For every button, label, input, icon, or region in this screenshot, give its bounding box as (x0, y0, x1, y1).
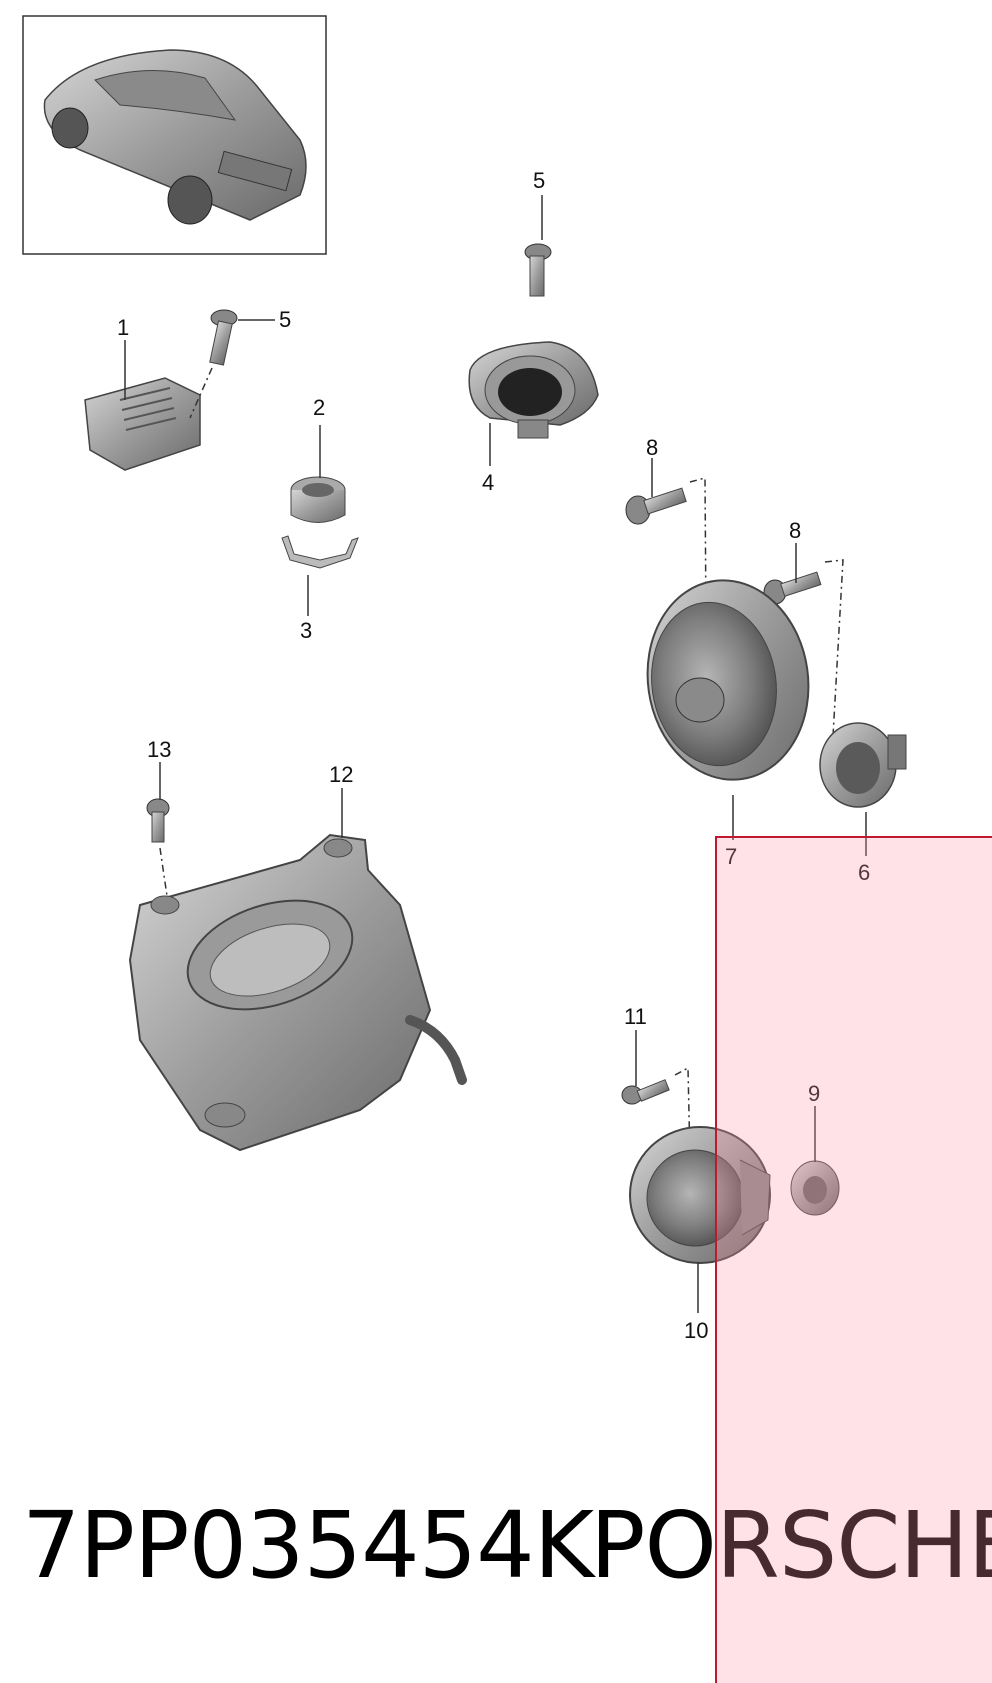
vehicle-thumbnail (22, 15, 327, 255)
part-1-control-module (84, 377, 201, 471)
callout-5b: 5 (279, 307, 291, 332)
leader-lines (124, 195, 867, 1313)
callout-5a: 5 (533, 168, 545, 193)
part-5-screw-b (524, 243, 552, 297)
part-13-screw (146, 798, 170, 897)
callout-1: 1 (117, 315, 129, 340)
part-11-screw (621, 1066, 691, 1161)
part-12-subwoofer-enclosure (128, 833, 467, 1152)
callout-4: 4 (482, 470, 494, 495)
part-5-screw-a (189, 309, 238, 419)
brand-name: PORSCHE (590, 1492, 992, 1599)
part-4-center-speaker (468, 341, 599, 439)
callout-9: 9 (808, 1081, 820, 1106)
callout-11: 11 (624, 1004, 647, 1029)
callout-8b: 8 (789, 518, 801, 543)
callout-3: 3 (300, 618, 312, 643)
part-7-woofer (646, 579, 810, 781)
callout-8a: 8 (646, 435, 658, 460)
callout-10: 10 (684, 1318, 708, 1343)
part-10-door-speaker (629, 1126, 771, 1264)
part-9-tweeter (790, 1160, 840, 1216)
part-6-midrange-speaker (819, 722, 907, 808)
callout-12: 12 (329, 762, 353, 787)
part-2-tweeter (290, 476, 346, 523)
callout-2: 2 (313, 395, 325, 420)
part-8-screw-b (763, 559, 844, 737)
part-3-bracket (281, 535, 359, 569)
part-8-screw-a (625, 477, 707, 623)
callout-13: 13 (147, 737, 171, 762)
callout-7: 7 (725, 844, 737, 869)
part-number: 7PP035454K (22, 1492, 594, 1599)
callout-labels: 1 2 3 4 5 5 6 7 8 8 9 10 11 12 13 (117, 168, 870, 1343)
callout-6: 6 (858, 860, 870, 885)
